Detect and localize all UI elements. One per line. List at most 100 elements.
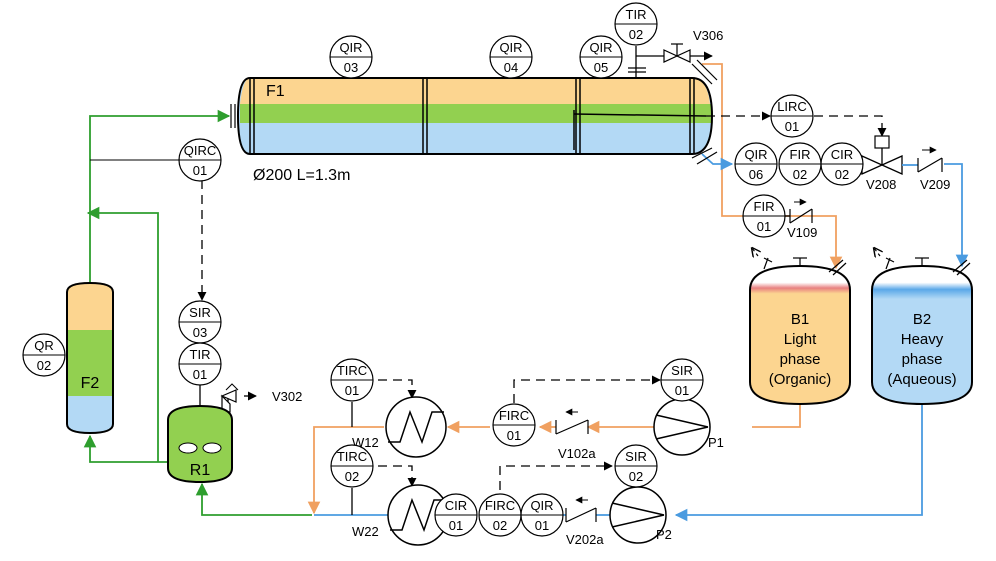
instrument-sir03[interactable]: SIR 03 (178, 300, 222, 344)
instrument-number: 02 (345, 469, 359, 484)
v109-label: V109 (787, 225, 817, 240)
b1-line1: Light (784, 331, 817, 348)
p2-label: P2 (656, 527, 672, 542)
instrument-tag: CIR (831, 147, 853, 162)
instrument-qir05[interactable]: QIR 05 (579, 35, 623, 79)
relief-valve-v302[interactable] (220, 383, 239, 413)
v209-label: V209 (920, 177, 950, 192)
instrument-number: 02 (37, 358, 51, 373)
instrument-tag: TIRC (337, 363, 367, 378)
column-inlet-flange (230, 104, 236, 128)
instrument-number: 02 (629, 27, 643, 42)
instrument-tag: TIR (626, 7, 647, 22)
instrument-number: 01 (757, 219, 771, 234)
instrument-number: 02 (793, 167, 807, 182)
b1-label: B1 (791, 311, 809, 328)
instrument-number: 06 (749, 167, 763, 182)
instrument-tir01[interactable]: TIR 01 (178, 342, 222, 386)
valve-v306[interactable] (663, 43, 691, 63)
b2-line2: phase (902, 351, 943, 368)
column-label: F1 (266, 83, 285, 100)
instrument-number: 01 (345, 383, 359, 398)
instrument-qir04[interactable]: QIR 04 (489, 35, 533, 79)
instrument-tag: FIR (790, 147, 811, 162)
instrument-tag: SIR (625, 449, 647, 464)
instrument-number: 04 (504, 60, 518, 75)
pump-p2[interactable] (609, 486, 667, 544)
instrument-fir01[interactable]: FIR 01 (742, 194, 786, 238)
p1-label: P1 (708, 435, 724, 450)
instrument-tag: FIRC (485, 498, 515, 513)
instrument-sir02[interactable]: SIR 02 (614, 444, 658, 488)
instrument-cir02[interactable]: CIR 02 (820, 142, 864, 186)
check-valve-v102a[interactable] (555, 408, 589, 435)
instrument-sir01[interactable]: SIR 01 (660, 358, 704, 402)
reactor-r1 (167, 404, 233, 484)
instrument-number: 01 (507, 428, 521, 443)
v302-label: V302 (272, 389, 302, 404)
instrument-qirc01[interactable]: QIRC 01 (178, 138, 222, 182)
instrument-qir01[interactable]: QIR 01 (520, 493, 564, 537)
instrument-qir06[interactable]: QIR 06 (734, 142, 778, 186)
pump-p1[interactable] (653, 398, 711, 456)
instrument-tag: SIR (671, 363, 693, 378)
instrument-tirc02[interactable]: TIRC 02 (330, 444, 374, 488)
valve-v208[interactable] (861, 135, 903, 176)
r1-label: R1 (190, 462, 211, 479)
column-dimensions: Ø200 L=1.3m (253, 167, 350, 184)
instrument-tag: CIR (445, 498, 467, 513)
instrument-tag: QIRC (184, 143, 217, 158)
instrument-tag: QIR (530, 498, 553, 513)
b1-line3: (Organic) (769, 371, 832, 388)
instrument-tag: QIR (339, 40, 362, 55)
instrument-number: 02 (493, 518, 507, 533)
instrument-tag: TIRC (337, 449, 367, 464)
check-valve-v209[interactable] (917, 146, 943, 173)
v202a-label: V202a (566, 532, 604, 547)
instrument-number: 01 (785, 119, 799, 134)
instrument-tirc01[interactable]: TIRC 01 (330, 358, 374, 402)
v306-label: V306 (693, 28, 723, 43)
instrument-firc01[interactable]: FIRC 01 (492, 403, 536, 447)
instrument-tag: QIR (744, 147, 767, 162)
instrument-tir02[interactable]: TIR 02 (614, 2, 658, 46)
w22-label: W22 (352, 524, 379, 539)
b2-line1: Heavy (901, 331, 944, 348)
instrument-cir01[interactable]: CIR 01 (434, 493, 478, 537)
instrument-tag: TIR (190, 347, 211, 362)
instrument-bubbles: QIR03QIR04QIR05TIR02LIRC01QIR06FIR02CIR0… (22, 2, 864, 537)
instrument-number: 05 (594, 60, 608, 75)
instrument-number: 01 (193, 163, 207, 178)
b1-line2: phase (780, 351, 821, 368)
green-recycle-lines (83, 109, 312, 516)
instrument-tag: FIR (754, 199, 775, 214)
b2-line3: (Aqueous) (887, 371, 956, 388)
v102a-label: V102a (558, 446, 596, 461)
instrument-tag: QIR (499, 40, 522, 55)
vessel-b2 (871, 248, 973, 406)
instrument-number: 01 (535, 518, 549, 533)
check-valve-v202a[interactable] (565, 496, 597, 523)
instrument-number: 01 (675, 383, 689, 398)
instrument-firc02[interactable]: FIRC 02 (478, 493, 522, 537)
control-signal-lines (197, 111, 887, 490)
instrument-number: 03 (193, 325, 207, 340)
instrument-tag: SIR (189, 305, 211, 320)
instrument-number: 03 (344, 60, 358, 75)
instrument-tag: FIRC (499, 408, 529, 423)
instrument-lirc01[interactable]: LIRC 01 (770, 94, 814, 138)
instrument-tag: LIRC (777, 99, 807, 114)
instrument-qir03[interactable]: QIR 03 (329, 35, 373, 79)
vessel-f2 (66, 281, 114, 435)
instrument-tag: QIR (589, 40, 612, 55)
instrument-number: 01 (449, 518, 463, 533)
instrument-fir02[interactable]: FIR 02 (778, 142, 822, 186)
column-outlet-flanges (691, 59, 718, 165)
instrument-number: 01 (193, 367, 207, 382)
check-valve-v109[interactable] (789, 198, 813, 224)
instrument-number: 02 (835, 167, 849, 182)
f2-label: F2 (81, 375, 100, 392)
instrument-number: 02 (629, 469, 643, 484)
